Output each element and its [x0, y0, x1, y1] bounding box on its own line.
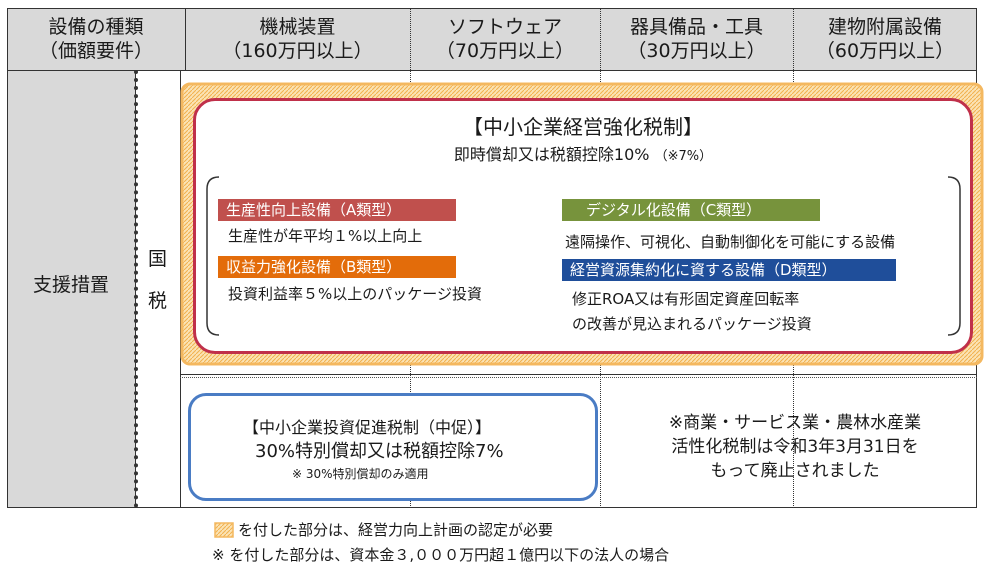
- header-machinery: 機械装置 （160万円以上）: [185, 10, 410, 68]
- row-divider-dotted: [180, 377, 977, 378]
- category-c-description: 遠隔操作、可視化、自動制御化を可能にする設備: [565, 233, 896, 251]
- abolished-line: もって廃止されました: [710, 461, 880, 481]
- header-divider: [410, 8, 411, 70]
- header-label: （価額要件）: [38, 40, 153, 62]
- header-label: 機械装置: [259, 16, 336, 38]
- abolished-line: ※商業・サービス業・農林水産業: [668, 413, 922, 433]
- header-label: （30万円以上）: [627, 40, 766, 62]
- management-reinforcement-box: [193, 98, 973, 354]
- investment-promotion-title: 【中小企業投資促進税制（中促）】: [243, 418, 492, 437]
- category-b-description: 投資利益率５%以上のパッケージ投資: [228, 285, 482, 303]
- abolished-line: 活性化税制は令和3年3月31日を: [671, 437, 919, 457]
- footnote-approval: を付した部分は、経営力向上計画の認定が必要: [238, 521, 554, 539]
- left-column-bg: [7, 70, 135, 508]
- investment-promotion-body: 30%特別償却又は税額控除7%: [255, 441, 504, 462]
- header-label: ソフトウェア: [447, 16, 562, 38]
- header-label: 器具備品・工具: [629, 16, 763, 38]
- abolished-note: ※商業・サービス業・農林水産業 活性化税制は令和3年3月31日を もって廃止され…: [610, 411, 980, 483]
- header-divider: [185, 8, 186, 70]
- header-row: [7, 8, 977, 70]
- investment-promotion-note: ※ 30%特別償却のみ適用: [292, 467, 429, 481]
- tax-col-divider: [134, 70, 138, 508]
- subtitle-text: 即時償却又は税額控除10%: [453, 145, 650, 164]
- header-label: 設備の種類: [48, 16, 144, 38]
- header-label: 建物附属設備: [827, 16, 942, 38]
- header-bottom-line: [7, 70, 977, 71]
- category-d-description-2: の改善が見込まれるパッケージ投資: [572, 315, 812, 333]
- category-d-label: 経営資源集約化に資する設備（D類型）: [562, 259, 896, 281]
- row-divider: [180, 374, 977, 375]
- national-tax-char-2: 税: [148, 290, 168, 312]
- header-label: （160万円以上）: [222, 40, 373, 62]
- support-measures-label: 支援措置: [32, 274, 109, 296]
- header-building: 建物附属設備 （60万円以上）: [793, 10, 977, 68]
- header-tools: 器具備品・工具 （30万円以上）: [600, 10, 793, 68]
- category-d-description-1: 修正ROA又は有形固定資産回転率: [572, 290, 800, 308]
- header-divider: [793, 8, 794, 70]
- hatch-legend-swatch: [214, 522, 234, 538]
- left-bracket: [206, 176, 220, 336]
- header-label: （60万円以上）: [815, 40, 955, 62]
- footnote-capital: ※ を付した部分は、資本金３,０００万円超１億円以下の法人の場合: [212, 546, 670, 564]
- national-tax-char-1: 国: [148, 248, 168, 270]
- category-b-label: 収益力強化設備（B類型）: [218, 256, 456, 278]
- management-reinforcement-title: 【中小企業経営強化税制】: [463, 115, 703, 139]
- right-bracket: [947, 176, 961, 336]
- header-software: ソフトウェア （70万円以上）: [410, 10, 600, 68]
- subtitle-note: （※7%）: [654, 149, 713, 164]
- category-c-label: デジタル化設備（C類型）: [562, 199, 820, 221]
- category-a-description: 生産性が年平均１%以上向上: [228, 227, 423, 245]
- category-a-label: 生産性向上設備（A類型）: [218, 199, 456, 221]
- management-reinforcement-subtitle: 即時償却又は税額控除10% （※7%）: [193, 144, 973, 168]
- header-equipment-type: 設備の種類 （価額要件）: [7, 10, 185, 68]
- header-label: （70万円以上）: [435, 40, 575, 62]
- investment-promotion-box: [188, 393, 598, 501]
- header-divider: [600, 8, 601, 70]
